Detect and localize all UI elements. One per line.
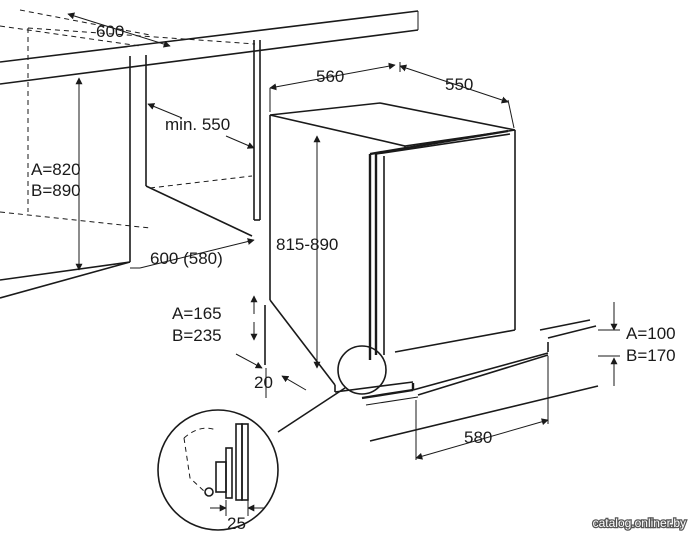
label-appliance-depth: 550	[445, 75, 473, 94]
label-min-depth: min. 550	[165, 115, 230, 134]
label-plinth-offset: 20	[254, 373, 273, 392]
label-niche-height-a: A=820	[31, 160, 81, 179]
label-door-a: A=100	[626, 324, 676, 343]
detail-indicator	[277, 345, 387, 433]
dimension-labels: 600 560 550 min. 550 A=820 B=890 815-890…	[31, 22, 676, 533]
label-door-depth: 580	[464, 428, 492, 447]
label-detail-dim: 25	[227, 514, 246, 533]
countertop	[0, 10, 419, 85]
watermark-text: catalog.onliner.by	[593, 516, 686, 530]
label-niche-depth: 600 (580)	[150, 249, 223, 268]
label-plinth-a: A=165	[172, 304, 222, 323]
watermark: catalog.onliner.by	[591, 515, 687, 532]
label-door-b: B=170	[626, 346, 676, 365]
label-appliance-height: 815-890	[276, 235, 338, 254]
detail-circle	[157, 409, 279, 531]
label-appliance-width: 560	[316, 67, 344, 86]
label-niche-width: 600	[96, 22, 124, 41]
label-niche-height-b: B=890	[31, 181, 81, 200]
dimension-lines	[67, 12, 620, 460]
appliance-door	[368, 129, 511, 360]
cabinet-side-walls	[0, 40, 261, 299]
plinth-and-floor	[264, 305, 591, 406]
appliance-body	[269, 102, 516, 386]
label-plinth-b: B=235	[172, 326, 222, 345]
